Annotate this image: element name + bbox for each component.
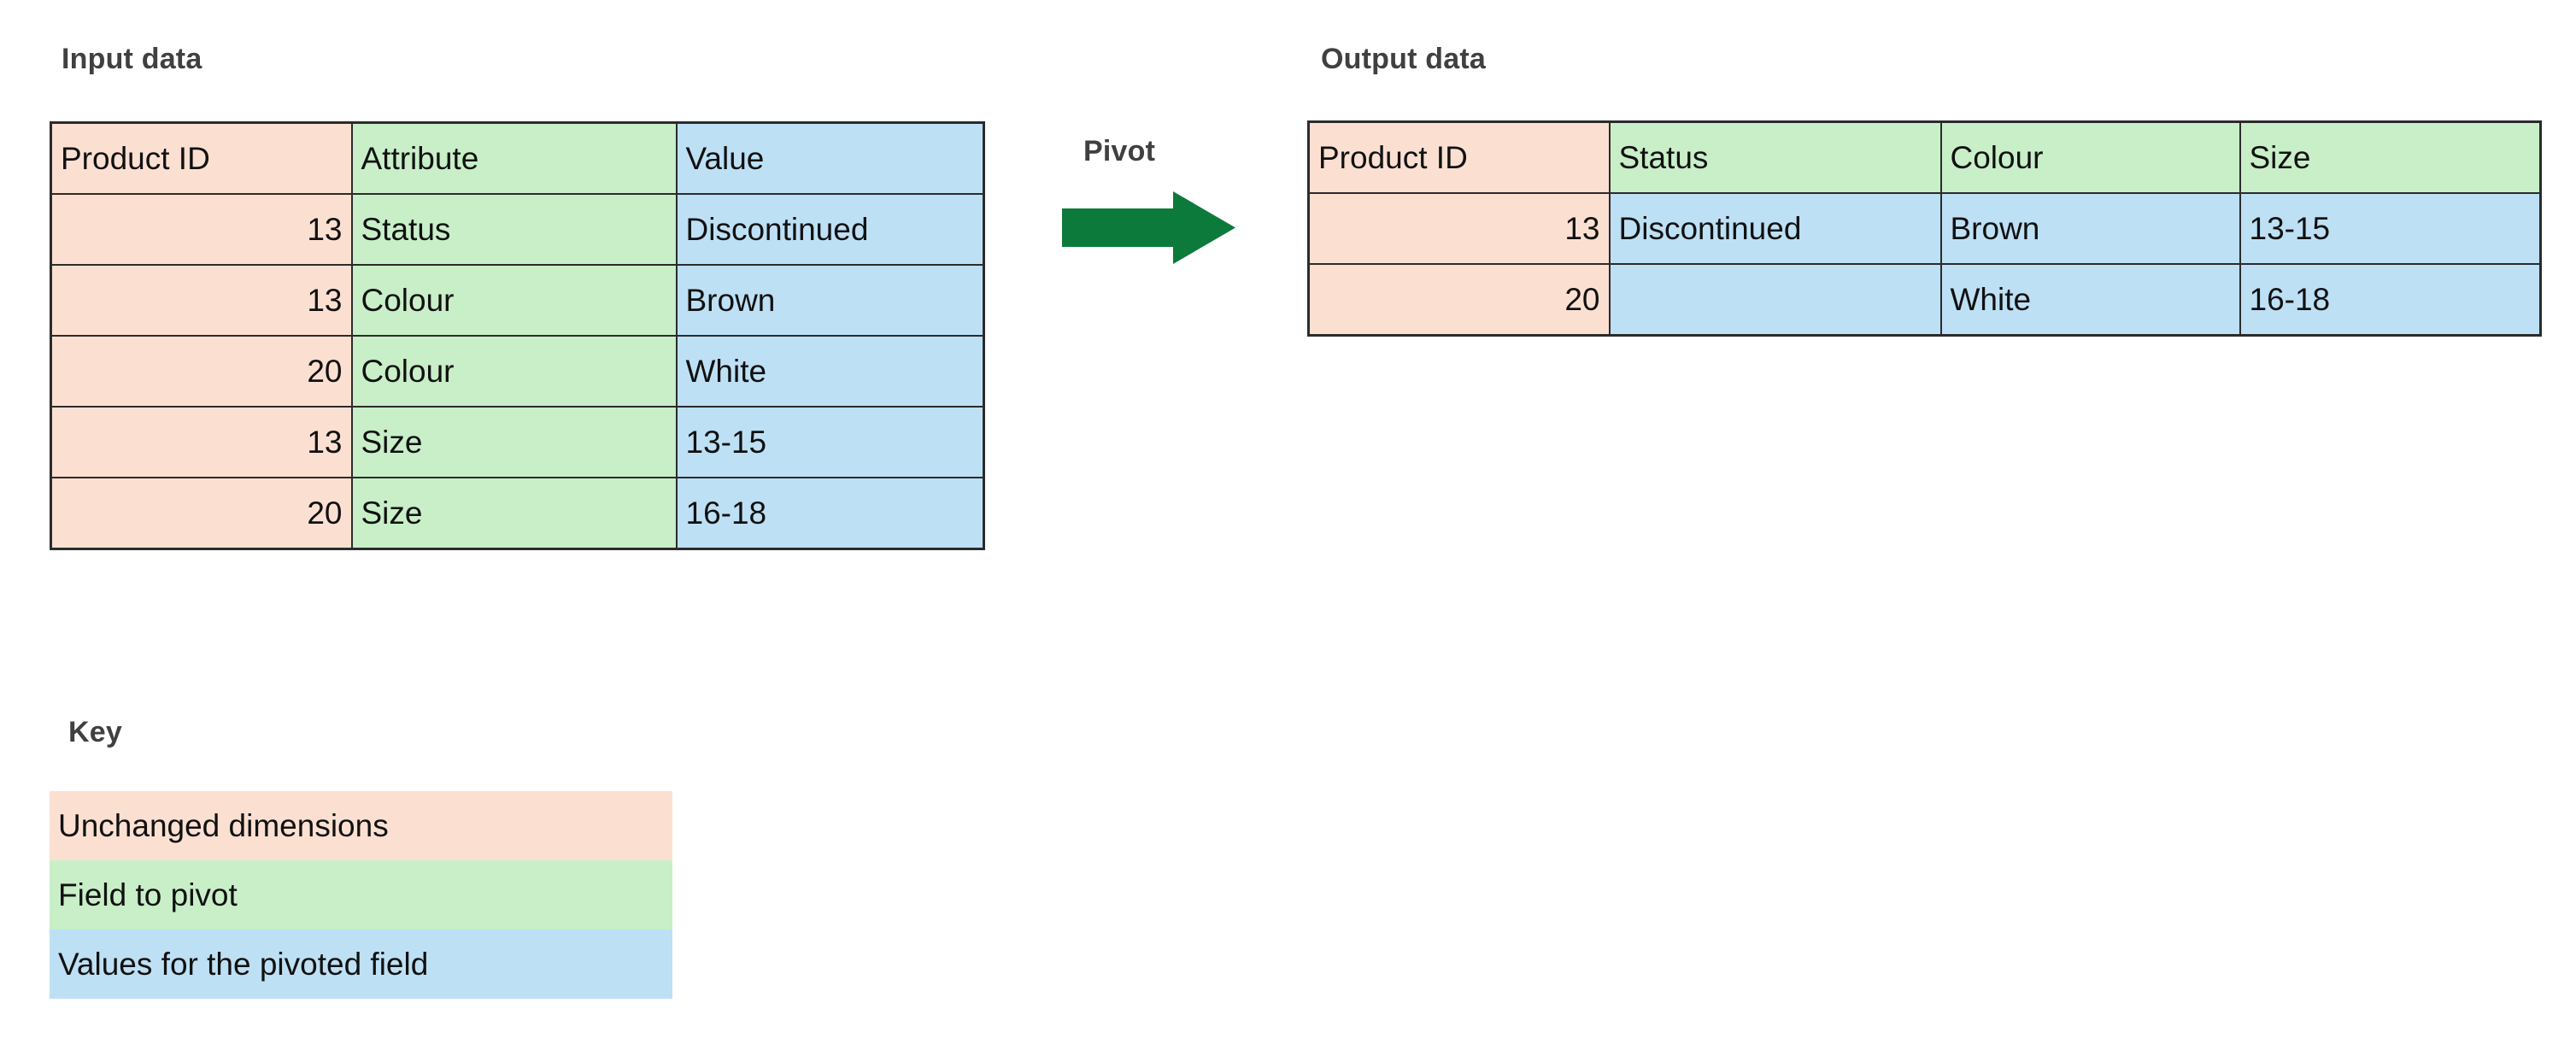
output-cell-status: Discontinued	[1608, 192, 1942, 265]
input-header-value: Value	[675, 121, 985, 195]
input-cell-product-id: 20	[50, 335, 353, 408]
key-item-label: Unchanged dimensions	[58, 807, 389, 843]
table-row: 13 Size 13-15	[50, 406, 985, 478]
key-item-pivoted-values: Values for the pivoted field	[50, 930, 672, 999]
input-cell-value: 16-18	[675, 477, 985, 550]
input-cell-value: Discontinued	[675, 193, 985, 266]
input-cell-attribute: Size	[350, 477, 678, 550]
input-cell-product-id: 13	[50, 406, 353, 478]
table-row: 20 Colour White	[50, 335, 985, 408]
table-row: 13 Discontinued Brown 13-15	[1307, 192, 2542, 265]
input-cell-value: White	[675, 335, 985, 408]
table-row: 13 Colour Brown	[50, 264, 985, 337]
output-cell-product-id: 20	[1307, 263, 1611, 337]
input-cell-attribute: Colour	[350, 335, 678, 408]
output-header-product-id: Product ID	[1307, 120, 1611, 194]
input-cell-attribute: Status	[350, 193, 678, 266]
input-data-table: Product ID Attribute Value 13 Status Dis…	[50, 121, 985, 550]
output-data-table: Product ID Status Colour Size 13 Discont…	[1307, 120, 2542, 337]
key-item-label: Field to pivot	[58, 877, 238, 912]
input-data-title: Input data	[62, 43, 202, 75]
input-header-product-id: Product ID	[50, 121, 353, 195]
key-item-unchanged-dimensions: Unchanged dimensions	[50, 791, 672, 860]
output-cell-colour: Brown	[1939, 192, 2241, 265]
input-cell-product-id: 13	[50, 264, 353, 337]
output-cell-status	[1608, 263, 1942, 337]
output-cell-size: 13-15	[2239, 192, 2542, 265]
output-cell-colour: White	[1939, 263, 2241, 337]
table-row: 20 Size 16-18	[50, 477, 985, 550]
output-cell-size: 16-18	[2239, 263, 2542, 337]
key-item-field-to-pivot: Field to pivot	[50, 860, 672, 930]
right-arrow-icon	[1062, 191, 1235, 264]
output-data-title: Output data	[1321, 43, 1486, 75]
pivot-label: Pivot	[1083, 135, 1156, 167]
table-row: 13 Status Discontinued	[50, 193, 985, 266]
input-cell-value: 13-15	[675, 406, 985, 478]
input-header-attribute: Attribute	[350, 121, 678, 195]
input-cell-value: Brown	[675, 264, 985, 337]
table-header-row: Product ID Attribute Value	[50, 121, 985, 195]
output-cell-product-id: 13	[1307, 192, 1611, 265]
output-header-colour: Colour	[1939, 120, 2241, 194]
table-header-row: Product ID Status Colour Size	[1307, 120, 2542, 194]
table-row: 20 White 16-18	[1307, 263, 2542, 337]
input-cell-product-id: 13	[50, 193, 353, 266]
input-cell-attribute: Size	[350, 406, 678, 478]
input-cell-attribute: Colour	[350, 264, 678, 337]
key-item-label: Values for the pivoted field	[58, 946, 429, 982]
output-header-status: Status	[1608, 120, 1942, 194]
key-legend: Unchanged dimensions Field to pivot Valu…	[50, 791, 672, 999]
key-title: Key	[68, 716, 122, 748]
input-cell-product-id: 20	[50, 477, 353, 550]
output-header-size: Size	[2239, 120, 2542, 194]
